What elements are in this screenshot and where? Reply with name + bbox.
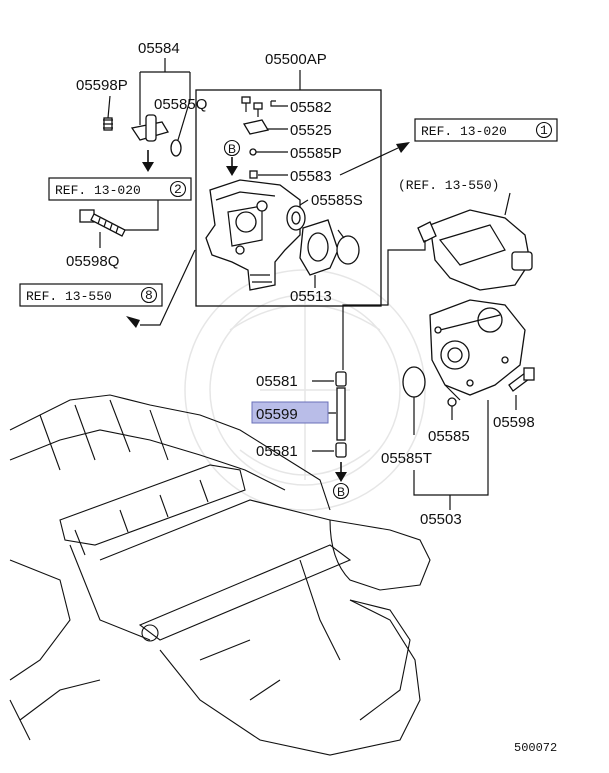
hose-clamp-05581-bottom [335, 442, 347, 458]
label-05598P: 05598P [76, 77, 128, 94]
marker-b-bottom: B [332, 482, 350, 500]
label-05583: 05583 [290, 168, 332, 185]
leader-05581-top [342, 240, 426, 370]
highlight-05599[interactable] [251, 401, 329, 424]
valve-body-05500AP [205, 179, 306, 291]
marker-b-top: B [223, 139, 241, 157]
ref-13-020-2-text: REF. 13-020 [55, 183, 141, 198]
bolt-05598 [508, 367, 535, 392]
thermostat-housing-ref [417, 209, 533, 291]
label-05585: 05585 [428, 428, 470, 445]
leader-05503 [413, 400, 489, 510]
oring-05585T [402, 366, 426, 398]
label-05598: 05598 [493, 414, 535, 431]
label-05581-bottom: 05581 [256, 443, 298, 460]
bolt-05598P [103, 117, 113, 131]
ref-13-020-1-text: REF. 13-020 [421, 124, 507, 139]
leader-ref-13-550-8 [140, 249, 196, 326]
gasket-05513 [299, 219, 339, 276]
bolt-05598Q [79, 209, 126, 237]
oring-05585Q [170, 139, 182, 157]
label-05585T: 05585T [381, 450, 432, 467]
svg-text:B: B [228, 142, 236, 156]
screw-05582 [241, 96, 263, 117]
watermark-emblem [184, 269, 426, 511]
label-05585Q: 05585Q [154, 96, 207, 113]
leader-05598P [107, 95, 111, 119]
label-05599: 05599 [256, 406, 298, 423]
label-05500AP: 05500AP [265, 51, 327, 68]
label-05503: 05503 [420, 511, 462, 528]
oring-05585P [249, 148, 257, 156]
ref-13-020-1[interactable]: REF. 13-020 1 [414, 118, 558, 142]
nut-05583 [249, 170, 258, 179]
diagram-code: 500072 [514, 741, 557, 755]
oring-05585 [447, 397, 457, 407]
ref-13-550-8-text: REF. 13-550 [26, 289, 112, 304]
label-05582: 05582 [290, 99, 332, 116]
label-05585S: 05585S [311, 192, 363, 209]
svg-text:B: B [337, 485, 345, 499]
hose-clamp-05581-top [335, 371, 347, 387]
label-05581-top: 05581 [256, 373, 298, 390]
ref-13-020-2-num: 2 [174, 182, 182, 197]
ref-13-550-8[interactable]: REF. 13-550 8 [19, 283, 163, 307]
assembly-05500AP-box [195, 89, 382, 307]
pipe-05599 [336, 387, 346, 441]
label-05598Q: 05598Q [66, 253, 119, 270]
leader-05584 [139, 58, 191, 141]
label-05513: 05513 [290, 288, 332, 305]
label-05525: 05525 [290, 122, 332, 139]
sensor-05584 [130, 114, 169, 142]
water-pump-05503 [429, 299, 526, 401]
label-05585P: 05585P [290, 145, 342, 162]
ref-13-020-1-num: 1 [540, 123, 548, 138]
engine-outline [9, 394, 431, 756]
ref-13-550-paren[interactable]: (REF. 13-550) [398, 178, 499, 193]
plate-05525 [242, 119, 270, 135]
ref-13-020-2[interactable]: REF. 13-020 2 [48, 177, 192, 201]
leader-05598Q [123, 200, 159, 231]
ref-13-550-8-num: 8 [145, 288, 153, 303]
label-05584: 05584 [138, 40, 180, 57]
oring-05585S [336, 235, 360, 265]
